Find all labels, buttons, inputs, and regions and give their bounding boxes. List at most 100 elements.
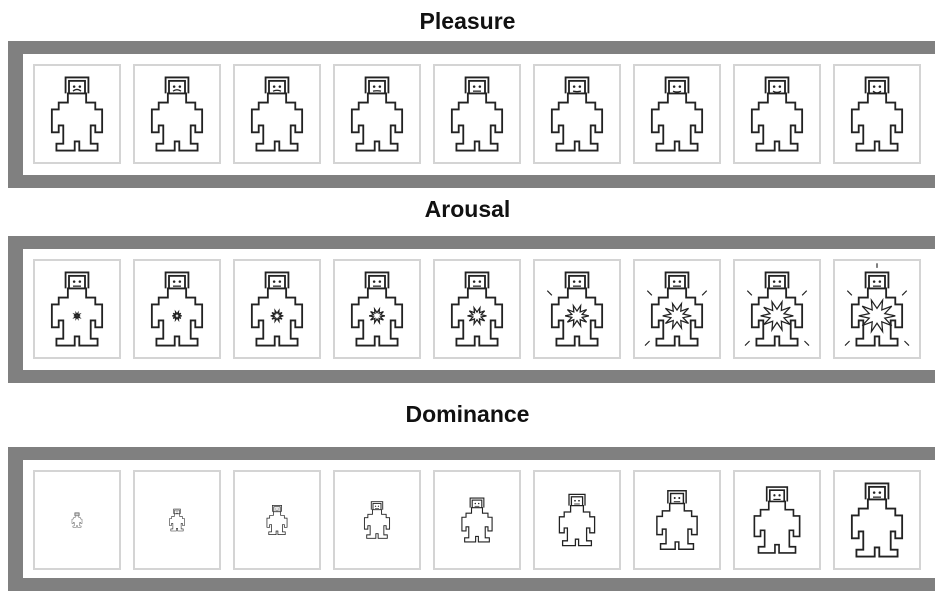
arousal-level-6[interactable] [533, 259, 621, 359]
pleasure-row [23, 54, 935, 175]
eye [672, 280, 676, 283]
head-frame [469, 497, 485, 508]
manikin-icon [250, 76, 304, 152]
dominance-band [8, 447, 935, 591]
eye [878, 85, 882, 88]
manikin-icon [550, 76, 604, 152]
manikin-icon [50, 76, 104, 152]
head-frame [164, 76, 190, 94]
pleasure-level-5[interactable] [433, 64, 521, 164]
face [668, 274, 686, 291]
arousal-burst [270, 308, 284, 324]
eye [275, 508, 277, 510]
arousal-level-9[interactable] [833, 259, 921, 359]
manikin-icon [169, 508, 185, 532]
dominance-level-3[interactable] [233, 470, 321, 570]
dominance-level-5[interactable] [433, 470, 521, 570]
manikin-icon [850, 482, 904, 558]
arousal-level-4[interactable] [333, 259, 421, 359]
dominance-level-2[interactable] [133, 470, 221, 570]
body-outline [750, 287, 804, 347]
face [372, 502, 382, 511]
pleasure-level-9[interactable] [833, 64, 921, 164]
manikin-icon [266, 505, 288, 535]
eye [578, 499, 580, 502]
face [768, 274, 786, 291]
head-frame [74, 512, 80, 516]
arousal-burst [564, 303, 590, 329]
eye [372, 85, 376, 88]
eye [572, 280, 576, 283]
pleasure-level-7[interactable] [633, 64, 721, 164]
body-outline [450, 287, 504, 347]
manikin-icon [558, 493, 596, 547]
body-outline [71, 515, 83, 528]
head-frame [864, 76, 890, 94]
face [168, 274, 186, 291]
body-outline [753, 500, 801, 554]
arousal-burst [467, 305, 487, 327]
head-frame [564, 76, 590, 94]
arousal-level-3[interactable] [233, 259, 321, 359]
head-frame [464, 76, 490, 94]
body-outline [550, 287, 604, 347]
face [68, 79, 86, 96]
mouth [672, 90, 682, 93]
mouth [272, 89, 282, 92]
pleasure-level-8[interactable] [733, 64, 821, 164]
motion-line [701, 290, 708, 296]
eye [372, 280, 376, 283]
manikin-icon [461, 497, 493, 543]
manikin-icon [363, 501, 391, 539]
head-frame [667, 490, 687, 504]
body-outline [350, 92, 404, 152]
face [368, 274, 386, 291]
eye [472, 280, 476, 283]
arousal-level-5[interactable] [433, 259, 521, 359]
body-outline [850, 287, 904, 347]
eye [778, 280, 782, 283]
eye [272, 85, 276, 88]
eye [78, 280, 82, 283]
face [768, 489, 786, 504]
dominance-level-7[interactable] [633, 470, 721, 570]
head-frame [272, 505, 282, 512]
manikin-icon [350, 271, 404, 347]
manikin-icon [656, 490, 698, 550]
eye [872, 280, 876, 283]
mouth [72, 88, 82, 92]
dominance-level-6[interactable] [533, 470, 621, 570]
eye [672, 85, 676, 88]
arousal-level-8[interactable] [733, 259, 821, 359]
dominance-level-1[interactable] [33, 470, 121, 570]
head-frame [364, 271, 390, 289]
face [468, 79, 486, 96]
manikin-icon [850, 76, 904, 152]
arousal-band [8, 236, 935, 383]
dominance-level-9[interactable] [833, 470, 921, 570]
head-frame [764, 271, 790, 289]
head-frame [264, 76, 290, 94]
pleasure-level-2[interactable] [133, 64, 221, 164]
eye [277, 508, 279, 510]
pleasure-level-1[interactable] [33, 64, 121, 164]
dominance-level-8[interactable] [733, 470, 821, 570]
pleasure-level-3[interactable] [233, 64, 321, 164]
eye [878, 491, 882, 494]
eye [578, 280, 582, 283]
motion-line [744, 340, 750, 346]
head-frame [864, 482, 890, 500]
pleasure-level-4[interactable] [333, 64, 421, 164]
eye [477, 502, 480, 505]
dominance-title: Dominance [405, 401, 530, 427]
arousal-level-1[interactable] [33, 259, 121, 359]
dominance-level-4[interactable] [333, 470, 421, 570]
eye [673, 497, 676, 500]
pleasure-level-6[interactable] [533, 64, 621, 164]
head-frame [264, 271, 290, 289]
arousal-level-2[interactable] [133, 259, 221, 359]
eye [175, 511, 177, 513]
face [268, 274, 286, 291]
arousal-level-7[interactable] [633, 259, 721, 359]
eye [172, 280, 176, 283]
